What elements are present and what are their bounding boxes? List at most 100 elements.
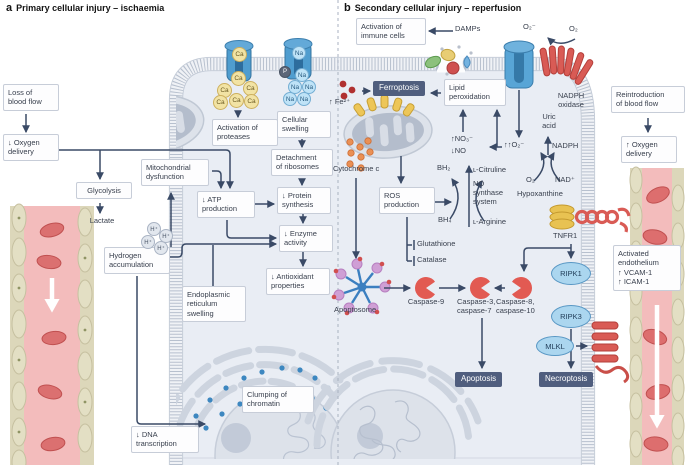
panel-a-title-text: Primary cellular injury – ischaemia (16, 3, 165, 13)
mlkl-protein: MLKL (536, 336, 574, 356)
caspase-8-10-enzyme (512, 277, 533, 299)
membrane-channel-b (503, 40, 535, 89)
electron-transport-chain (353, 94, 415, 117)
label-catalase: Catalase (417, 255, 447, 264)
label-glutathione: Glutathione (417, 239, 456, 248)
label-nad: NAD⁺ (555, 175, 575, 184)
red-blood-cells (36, 222, 67, 452)
mitochondrion-b (343, 94, 433, 172)
label-lactate: Lactate (89, 216, 115, 225)
label-citrulline: ʟ-Citruline (473, 165, 507, 174)
label-nadph-oxidase: NADPH oxidase (557, 91, 585, 109)
label-caspase-8-10: Caspase-8, caspase-10 (496, 297, 535, 315)
calcium-ion: Ca (229, 93, 244, 108)
phosphate-ion: P (279, 66, 291, 78)
damp-blue (463, 55, 471, 69)
label-no-synthase-system: NO synthase system (473, 179, 504, 206)
box-dna-transcription: ↓ DNA transcription (131, 426, 199, 453)
box-activation-of-immune-cells: Activation of immune cells (356, 18, 426, 45)
box-oxygen-delivery-b: ↑ Oxygen delivery (621, 136, 677, 163)
box-cellular-swelling: Cellular swelling (277, 111, 331, 138)
iron-dots (339, 80, 356, 100)
caspase-3-7-enzyme (469, 277, 490, 299)
box-loss-of-blood-flow: Loss of blood flow (3, 84, 59, 111)
damp-green (424, 55, 442, 69)
label-caspase-9: Caspase-9 (407, 297, 445, 306)
calcium-ion: Ca (231, 71, 246, 86)
label-ferrous-iron: ↑ Fe²⁺ (329, 97, 351, 106)
panel-a-letter: a (6, 2, 13, 14)
box-hydrogen-accumulation: Hydrogen accumulation (104, 247, 170, 274)
calcium-ion: Ca (244, 94, 259, 109)
label-nitrate: ↑NO₃⁻ (451, 134, 474, 143)
box-antioxidant-properties: ↓ Antioxidant properties (266, 268, 330, 295)
label-arginine: ʟ-Arginine (473, 217, 507, 226)
blood-vessel-dilated (629, 166, 685, 465)
label-bh4: BH₄ (438, 215, 452, 224)
hydrogen-ion: H⁺ (154, 241, 168, 255)
chromatin (282, 408, 310, 459)
caspase-9-enzyme (414, 277, 435, 299)
nucleus-b (304, 357, 482, 459)
sodium-ion: Na (295, 68, 309, 82)
mitochondrion-a (176, 94, 205, 154)
box-necroptosis: Necroptosis (539, 372, 594, 387)
mlkl-pore (591, 321, 630, 384)
chromatin (353, 405, 384, 459)
box-oxygen-delivery-a: ↓ Oxygen delivery (3, 134, 59, 161)
box-protein-synthesis: ↓ Protein synthesis (277, 187, 331, 214)
arrows-panel-b (352, 27, 652, 370)
label-superoxide-burst: ↑↑O₂⁻ (504, 140, 525, 149)
box-detachment-of-ribosomes: Detachment of ribosomes (271, 149, 333, 176)
hydrogen-ion: H⁺ (141, 235, 155, 249)
panel-a-title: a Primary cellular injury – ischaemia (6, 2, 164, 14)
sodium-ion: Na (283, 92, 297, 106)
box-lipid-peroxidation: Lipid peroxidation (444, 79, 506, 106)
box-glycolysis: Glycolysis (76, 182, 132, 200)
nadph-oxidase-protein (539, 45, 594, 85)
box-activation-of-proteases: Activation of proteases (212, 119, 278, 146)
blood-vessel-constricted (10, 203, 94, 465)
sodium-ion: Na (302, 80, 316, 94)
ripk3-protein: RIPK3 (551, 305, 591, 328)
box-ferroptosis: Ferroptosis (373, 81, 426, 96)
panel-b-title-text: Secondary cellular injury – reperfusion (354, 3, 522, 13)
panel-b-title: b Secondary cellular injury – reperfusio… (344, 2, 521, 14)
label-hypoxanthine: Hypoxanthine (517, 189, 563, 198)
sodium-ion: Na (292, 46, 306, 60)
label-cytochrome-c: Cytochrome c (333, 164, 380, 173)
box-mitochondrial-dysfunction: Mitochondrial dysfunction (141, 159, 209, 186)
calcium-ion: Ca (213, 95, 228, 110)
label-oxygen-small: O₂ (526, 175, 535, 184)
label-uric-acid: Uric acid (542, 112, 556, 130)
damp-red (446, 61, 460, 75)
arrows-panel-a (22, 110, 307, 428)
label-bh2: BH₂ (437, 163, 451, 172)
tnfr1-receptor (549, 204, 631, 233)
cytochrome-c-molecules (346, 137, 374, 172)
hydrogen-ion: H⁺ (159, 229, 173, 243)
box-ros-production: ROS production (379, 187, 435, 214)
apoptosome-graphic (331, 256, 392, 316)
box-clumping-of-chromatin: Clumping of chromatin (242, 386, 314, 413)
box-apoptosis: Apoptosis (455, 372, 503, 387)
label-tnfr1: TNFR1 (553, 231, 578, 240)
label-damps: DAMPs (455, 24, 481, 33)
panel-b-letter: b (344, 2, 351, 14)
label-apoptosome: Apoptosome (334, 305, 377, 314)
box-er-swelling: Endoplasmic reticulum swelling (182, 286, 246, 323)
label-oxygen-top: O₂ (569, 24, 578, 33)
label-caspase-3-7: Caspase-3, caspase-7 (457, 297, 496, 315)
hydrogen-ion: H⁺ (147, 222, 161, 236)
ripk1-protein: RIPK1 (551, 262, 591, 285)
box-enzyme-activity: ↓ Enzyme activity (279, 225, 333, 252)
sodium-ion: Na (297, 92, 311, 106)
calcium-ion: Ca (232, 47, 247, 62)
label-superoxide-top: O₂⁻ (523, 22, 536, 31)
label-nadph: NADPH (552, 141, 579, 150)
box-atp-production: ↓ ATP production (197, 191, 255, 218)
membrane-rupture-damps (424, 45, 473, 76)
label-nitric-oxide: ↓NO (451, 146, 466, 155)
